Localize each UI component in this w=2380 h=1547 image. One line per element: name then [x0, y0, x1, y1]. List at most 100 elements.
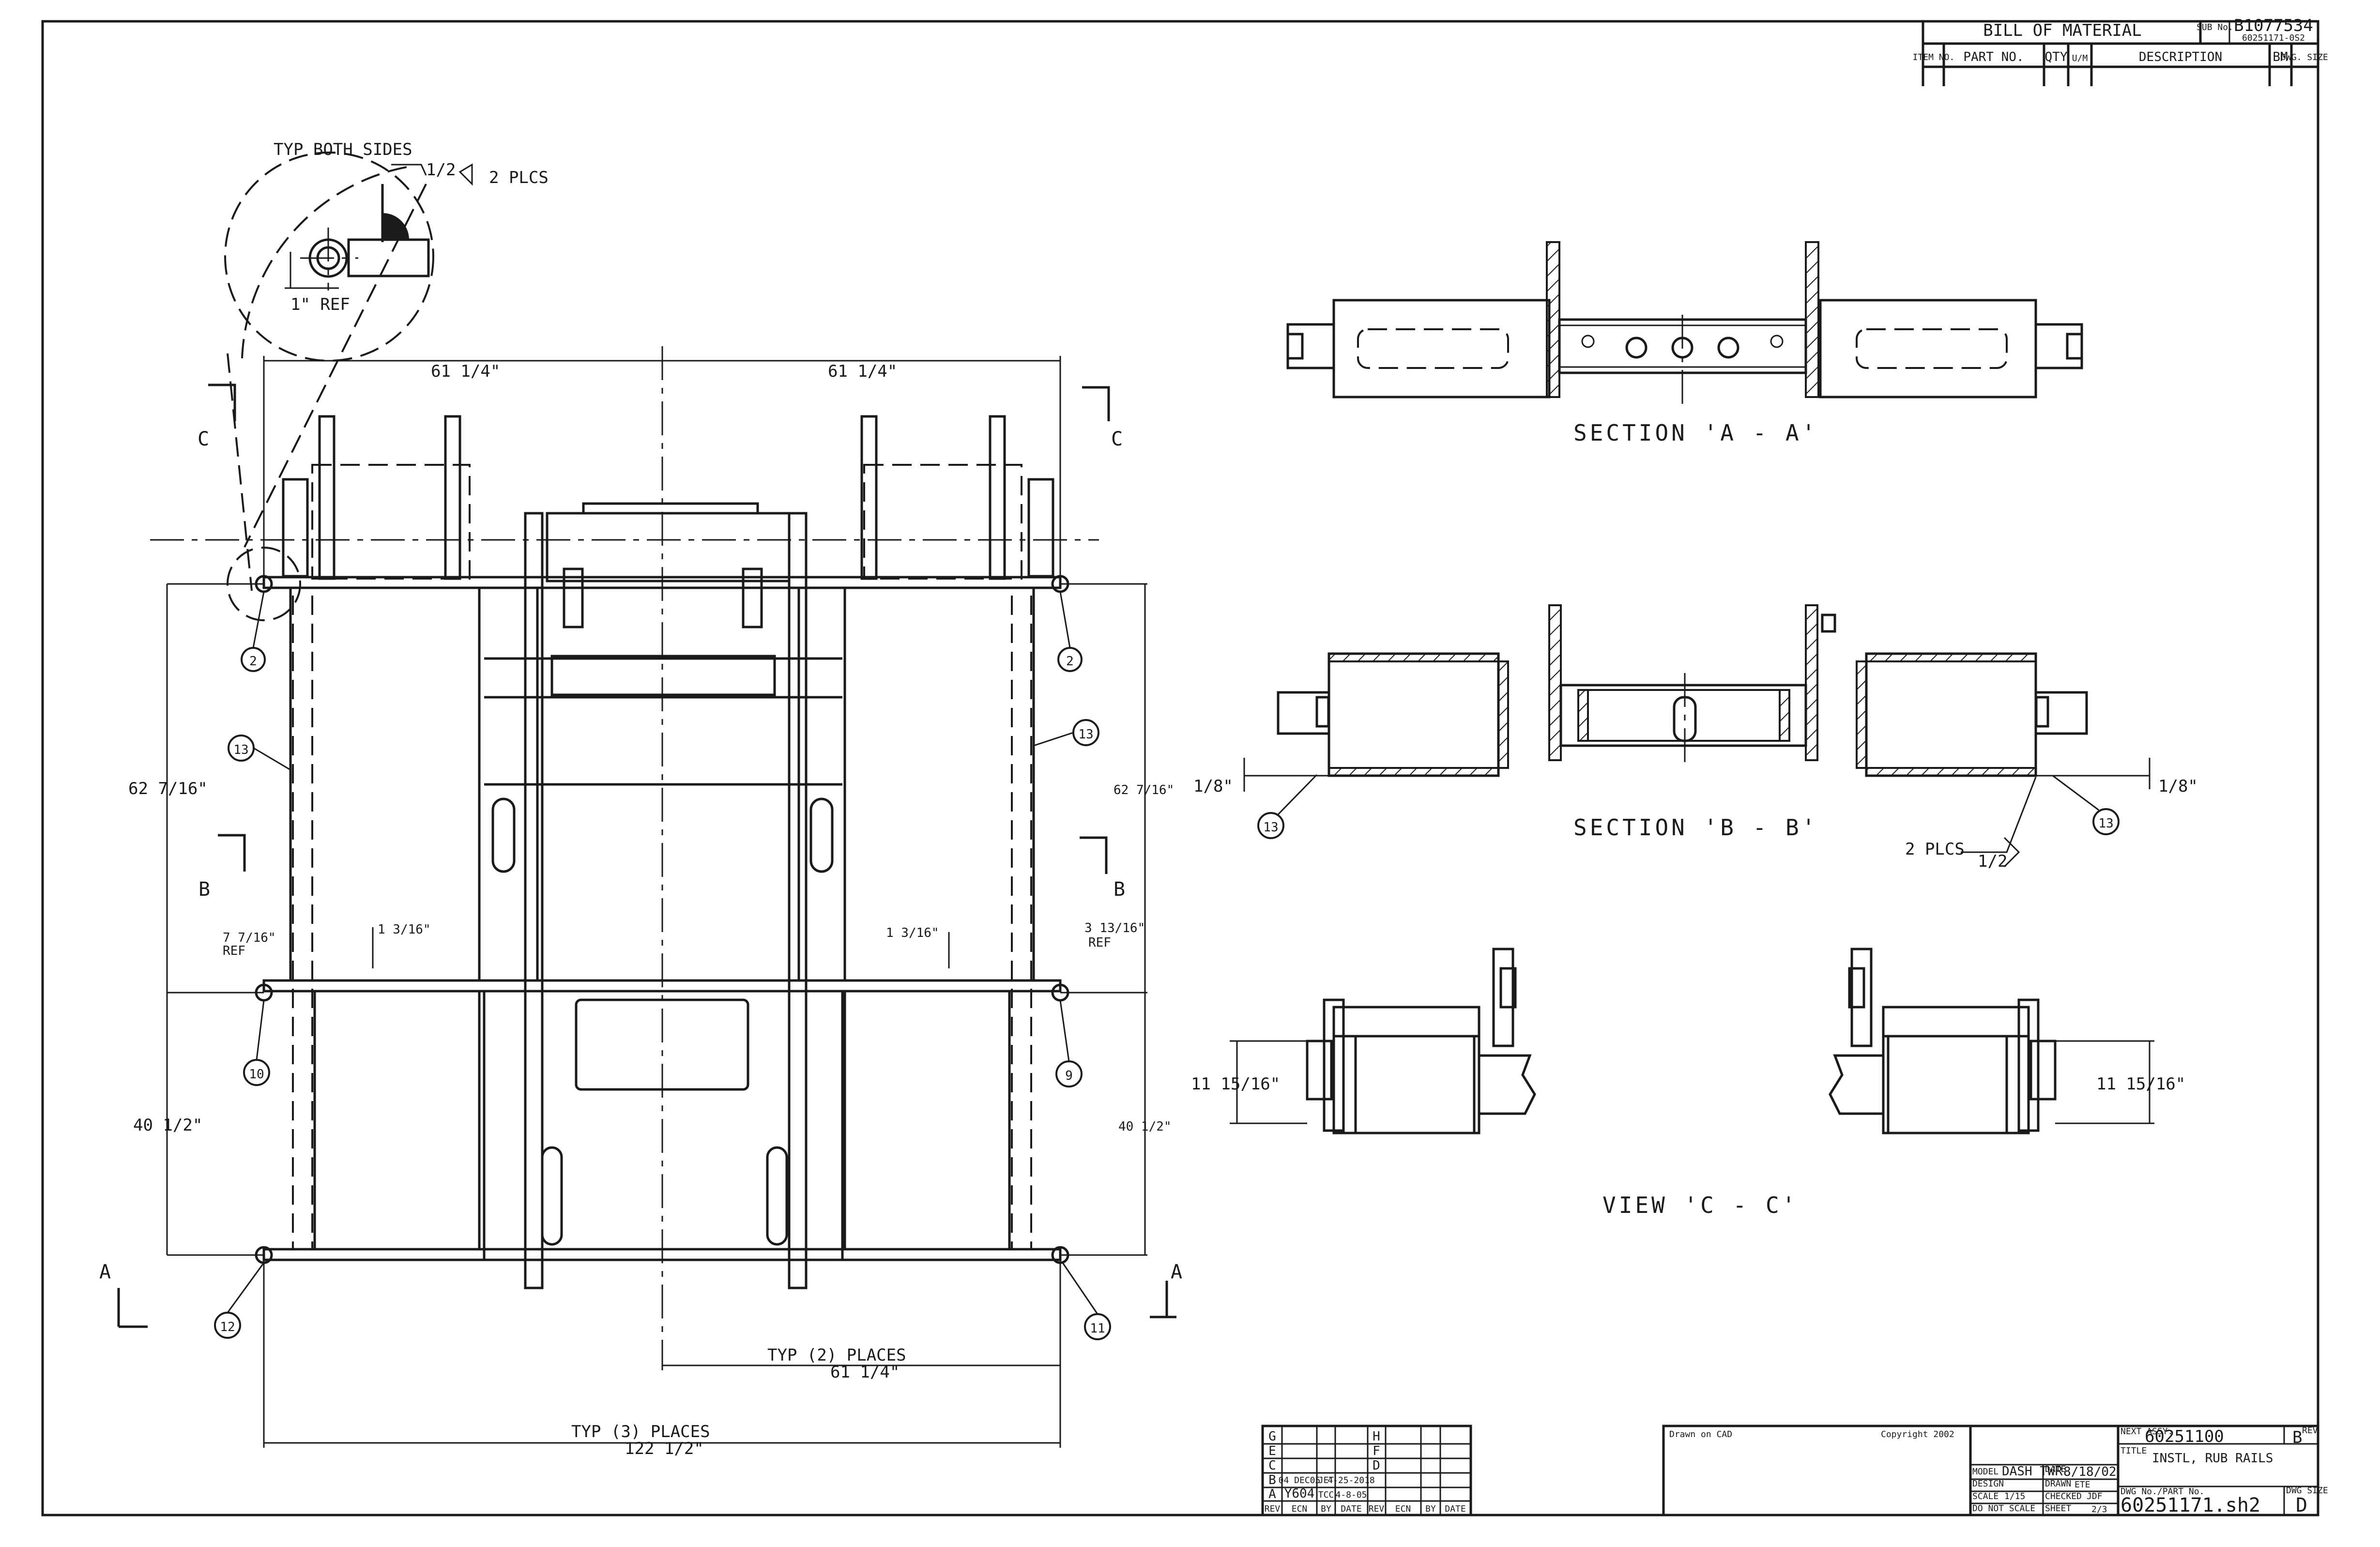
tb-no-scale: DO NOT SCALE — [1972, 1503, 2035, 1514]
rev-header-rev-2: REV — [1369, 1504, 1385, 1514]
section-a-a: SECTION 'A - A' — [1286, 241, 2083, 446]
dim-gap-right: 1 3/16" — [886, 926, 939, 940]
tb-title: INSTL, RUB RAILS — [2152, 1451, 2273, 1466]
section-b-weld: 1/2 — [1978, 852, 2007, 871]
item-bubble-10: 10 — [249, 1067, 264, 1082]
bom-sub-number: B1077534 — [2234, 16, 2313, 35]
rev-b-by: JET — [1318, 1475, 1334, 1486]
bom-sub-number-2: 60251171-0S2 — [2242, 33, 2305, 43]
bom-header-um: U/M — [2072, 53, 2088, 63]
view-c-c: 11 15/16" 11 15/16" VIEW 'C - C' — [1191, 948, 2185, 1218]
detail-weld-plcs: 2 PLCS — [489, 168, 549, 187]
title-block: Drawn on CAD Copyright 2002 NEXT ASSY. 6… — [1662, 1424, 2328, 1516]
tb-drawn-on: Drawn on CAD — [1669, 1429, 1732, 1440]
rev-header-by-2: BY — [1425, 1504, 1436, 1514]
tb-drawn-label: DRAWN — [2045, 1479, 2071, 1489]
rev-a-by: TCC — [1318, 1490, 1334, 1500]
tb-rev: B — [2292, 1428, 2302, 1447]
section-marker-b-right: B — [1114, 878, 1125, 901]
ref-right: REF — [1088, 935, 1111, 950]
bom-title: BILL OF MATERIAL — [1983, 21, 2142, 40]
typ3-value: 122 1/2" — [625, 1439, 704, 1458]
dim-top-right: 61 1/4" — [828, 362, 897, 381]
tb-checked: JDF — [2087, 1491, 2103, 1501]
section-b-dim-right: 1/8" — [2158, 777, 2198, 796]
bom-header-item: ITEM NO. — [1913, 52, 1955, 62]
bom-header-qty: QTY — [2045, 50, 2068, 64]
item-bubble-13-right: 13 — [1078, 727, 1093, 742]
rev-b-date: 4-25-2018 — [1327, 1475, 1375, 1486]
section-marker-a-left: A — [99, 1261, 111, 1283]
section-b-item-13-left: 13 — [1263, 820, 1278, 835]
rev-header-rev-1: REV — [1265, 1504, 1281, 1514]
bom-header-description: DESCRIPTION — [2139, 50, 2222, 64]
typ2-value: 61 1/4" — [830, 1363, 900, 1382]
dim-right-upper: 62 7/16" — [1114, 783, 1174, 797]
tb-drawn: ETE — [2075, 1480, 2090, 1490]
tb-sheet: 2/3 — [2091, 1504, 2107, 1515]
rev-b-ecn: 04 DEC05 — [1279, 1475, 1321, 1486]
tb-date-label: DATE — [2045, 1464, 2066, 1474]
dim-right-lower: 40 1/2" — [1118, 1119, 1172, 1134]
rev-header-ecn-1: ECN — [1292, 1504, 1308, 1514]
bom-header-bm: BM — [2273, 50, 2288, 64]
bom-header-part: PART NO. — [1963, 50, 2024, 64]
tb-date: 8/18/02 — [2063, 1465, 2117, 1479]
rev-letter-a: A — [1268, 1487, 1276, 1501]
dim-ref-right: 3 13/16" — [1084, 921, 1145, 935]
dim-gap-left: 1 3/16" — [378, 922, 431, 937]
item-bubble-2-left: 2 — [249, 654, 257, 669]
tb-sheet-label: SHEET — [2045, 1503, 2071, 1514]
tb-size-label: DWG SIZE — [2286, 1486, 2328, 1496]
tb-size: D — [2296, 1494, 2307, 1516]
weld-detail: TYP BOTH SIDES 1/2 2 PLCS 1" REF — [224, 140, 549, 591]
sheet-border — [41, 20, 2319, 1516]
tb-rev-label: REV — [2302, 1425, 2318, 1436]
section-b-b: 1/8" 1/8" 13 13 SECTION 'B - B' 2 PLCS 1… — [1193, 604, 2198, 871]
section-b-title: SECTION 'B - B' — [1573, 814, 1818, 841]
section-b-plcs: 2 PLCS — [1905, 840, 1965, 859]
tb-design-label: DESIGN — [1972, 1479, 2004, 1489]
section-marker-c-right: C — [1111, 428, 1123, 450]
detail-ref: 1" REF — [290, 295, 350, 314]
item-bubble-12: 12 — [220, 1320, 235, 1334]
view-c-dim-left: 11 15/16" — [1191, 1074, 1280, 1094]
typ2-label: TYP (2) PLACES — [767, 1346, 906, 1365]
dim-top-left: 61 1/4" — [431, 362, 500, 381]
detail-typ-both-sides: TYP BOTH SIDES — [274, 140, 412, 159]
rev-header-date-2: DATE — [1445, 1504, 1465, 1514]
rev-header-date-1: DATE — [1341, 1504, 1361, 1514]
bom-header-dwg-size: DWG. SIZE — [2281, 52, 2328, 62]
rev-letter-d: D — [1373, 1458, 1380, 1473]
rev-header-ecn-2: ECN — [1395, 1504, 1411, 1514]
rev-a-ecn: Y604 — [1284, 1486, 1315, 1501]
rev-header-by-1: BY — [1321, 1504, 1331, 1514]
view-c-dim-right: 11 15/16" — [2096, 1074, 2185, 1094]
rev-letter-f: F — [1373, 1444, 1380, 1458]
rev-letter-c: C — [1268, 1458, 1276, 1473]
tb-copyright: Copyright 2002 — [1881, 1429, 1954, 1440]
tb-title-label: TITLE — [2121, 1446, 2147, 1456]
plan-view: 61 1/4" 61 1/4" — [99, 346, 1182, 1458]
dim-ref-left: 7 7/16" — [223, 931, 276, 945]
section-marker-c-left: C — [198, 428, 209, 450]
rev-letter-h: H — [1373, 1429, 1380, 1444]
dim-left-lower: 40 1/2" — [133, 1116, 202, 1135]
bom-sub-label: SUB No. — [2197, 22, 2233, 32]
item-bubble-2-right: 2 — [1066, 654, 1074, 669]
section-marker-b-left: B — [198, 878, 210, 901]
item-bubble-11: 11 — [1090, 1321, 1105, 1336]
view-c-title: VIEW 'C - C' — [1602, 1192, 1798, 1218]
section-b-dim-left: 1/8" — [1193, 777, 1233, 796]
item-bubble-9: 9 — [1065, 1069, 1073, 1083]
rev-a-date: 4-8-05 — [1335, 1490, 1367, 1500]
tb-checked-label: CHECKED — [2045, 1491, 2082, 1501]
rev-letter-e: E — [1268, 1444, 1276, 1458]
detail-weld-size: 1/2 — [426, 160, 456, 180]
item-bubble-13-left: 13 — [233, 743, 248, 757]
bill-of-material: BILL OF MATERIAL SUB No. B1077534 602511… — [1913, 16, 2328, 86]
tb-model: DASH TWR — [2002, 1464, 2063, 1479]
section-b-item-13-right: 13 — [2098, 816, 2113, 831]
dim-left-upper: 62 7/16" — [128, 779, 208, 798]
